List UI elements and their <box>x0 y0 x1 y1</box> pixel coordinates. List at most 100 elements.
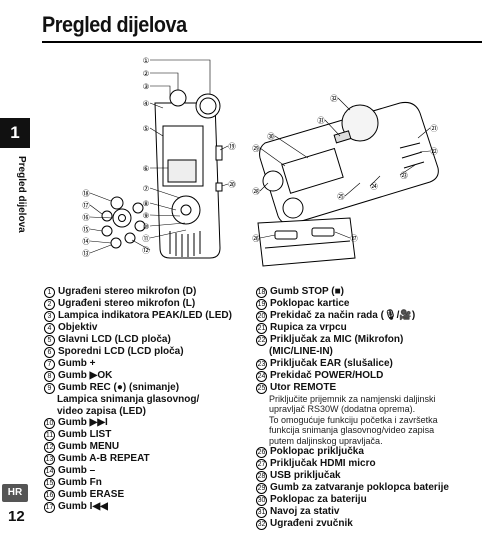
part-number: 9 <box>44 383 55 394</box>
chapter-side-label: Pregled dijelova <box>16 156 27 233</box>
part-number: 1 <box>44 287 55 298</box>
part-number: 18 <box>256 287 267 298</box>
part-label: Poklopac kartice <box>270 298 350 309</box>
part-number: 17 <box>44 502 55 514</box>
part-label: Gumb za zatvaranje poklopca baterije <box>270 482 449 494</box>
part-label: Lampica indikatora PEAK/LED (LED) <box>58 310 232 321</box>
part-label: Gumb ▶▶I <box>58 417 108 429</box>
part-number: 5 <box>44 335 55 346</box>
title-rule <box>42 41 482 43</box>
part-number: 6 <box>44 347 55 358</box>
part-label: Priključak EAR (slušalice) <box>270 357 393 369</box>
part-label: Glavni LCD (LCD ploča) <box>58 334 171 345</box>
page-number: 12 <box>8 508 25 525</box>
back-device-illustration <box>259 102 439 225</box>
callout-22: ㉒ <box>430 147 438 156</box>
part-number: 24 <box>256 370 267 382</box>
callout-32: ㉜ <box>330 94 338 103</box>
page-title: Pregled dijelova <box>42 12 187 37</box>
callout-18: ⑱ <box>82 189 90 198</box>
part-number: 27 <box>256 459 267 471</box>
part-label: Priključak za MIC (Mikrofon) <box>270 334 404 345</box>
part-label: Gumb Fn <box>58 477 102 489</box>
figure-callouts: ① ② ③ ④ ⑤ ⑥ ⑦ ⑧ ⑨ ⑩ ⑪ ⑫ ⑬ ⑭ ⑮ ⑯ ⑰ ⑱ ⑲ ⑳ … <box>82 56 438 258</box>
part-label: Poklopac za bateriju <box>270 494 367 506</box>
part-note: upravljač RS30W (dodatna oprema). <box>269 404 416 415</box>
callout-10: ⑩ <box>143 222 150 231</box>
part-number: 4 <box>44 323 55 334</box>
part-label: Objektiv <box>58 322 98 333</box>
part-label: USB priključak <box>270 470 341 482</box>
part-number: 21 <box>256 323 267 334</box>
part-number: 2 <box>44 299 55 310</box>
part-number: 11 <box>44 430 55 442</box>
part-label: Utor REMOTE <box>270 381 337 393</box>
front-device-illustration <box>154 89 223 259</box>
callout-11: ⑪ <box>142 234 150 243</box>
part-label: Ugrađeni stereo mikrofon (L) <box>58 298 196 309</box>
part-label: Gumb I◀◀ <box>58 501 108 513</box>
callout-6: ⑥ <box>143 164 150 173</box>
callout-1: ① <box>143 56 150 65</box>
callout-14: ⑭ <box>82 237 90 246</box>
callout-15: ⑮ <box>82 225 90 234</box>
part-continuation: (MIC/LINE-IN) <box>269 346 333 357</box>
button-cluster-illustration <box>101 196 146 249</box>
part-number: 19 <box>256 299 267 310</box>
part-number: 28 <box>256 471 267 483</box>
part-note: Priključite prijemnik za namjenski dalji… <box>269 393 436 404</box>
part-label: Navoj za stativ <box>270 506 340 518</box>
part-label: Ugrađeni stereo mikrofon (D) <box>58 286 197 297</box>
part-label: Gumb REC (●) (snimanje) <box>58 382 180 393</box>
part-label: Gumb LIST <box>58 429 112 441</box>
callout-26: ㉖ <box>252 234 260 243</box>
part-label: Rupica za vrpcu <box>270 322 347 333</box>
part-label: Prekidač za način rada (🎙/🎥) <box>270 310 416 321</box>
part-label: Poklopac priključka <box>270 446 364 458</box>
part-number: 13 <box>44 454 55 466</box>
callout-13: ⑬ <box>82 249 90 258</box>
callout-17: ⑰ <box>82 201 90 210</box>
part-label: Sporedni LCD (LCD ploča) <box>58 346 184 357</box>
part-label: Gumb – <box>58 465 96 477</box>
callout-7: ⑦ <box>143 184 150 193</box>
part-number: 15 <box>44 478 55 490</box>
language-badge: HR <box>2 484 28 502</box>
part-continuation: video zapisa (LED) <box>57 405 146 417</box>
callout-9: ⑨ <box>143 211 150 220</box>
callout-27: ㉗ <box>350 234 358 243</box>
callout-5: ⑤ <box>143 124 150 133</box>
callout-2: ② <box>143 69 150 78</box>
callout-24: ㉔ <box>370 182 378 191</box>
chapter-tab: 1 <box>0 118 30 148</box>
part-number: 23 <box>256 358 267 370</box>
part-number: 10 <box>44 418 55 430</box>
callout-31: ㉛ <box>317 116 325 125</box>
part-number: 20 <box>256 311 267 322</box>
part-number: 26 <box>256 447 267 459</box>
callout-25: ㉕ <box>337 192 345 201</box>
part-number: 32 <box>256 519 267 531</box>
